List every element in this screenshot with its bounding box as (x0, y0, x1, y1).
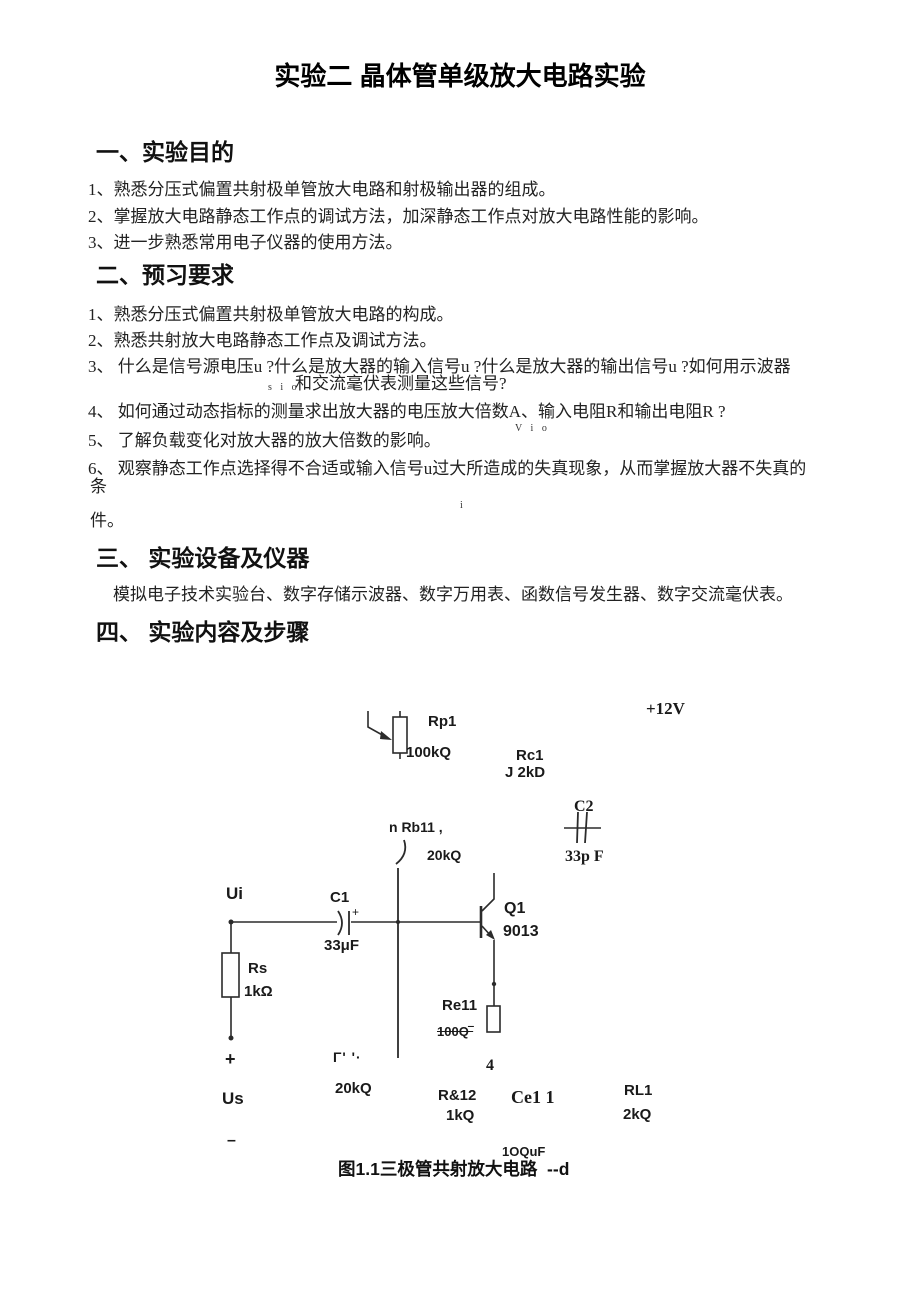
source-plus-sign: + (225, 1049, 236, 1069)
re11-label: Re11 (442, 997, 478, 1014)
q1-collector (481, 873, 495, 912)
figure-caption: 图1.1三极管共射放大电路 --d (338, 1159, 570, 1179)
preview-item-6-line2: 条 (90, 477, 107, 496)
rb12b-value: 1kQ (446, 1107, 475, 1124)
c1-polarity-plus: + (352, 905, 360, 919)
ce1-label: Ce1 1 (511, 1087, 555, 1107)
rb11-label: n Rb11 , (389, 819, 443, 835)
node-dot (228, 919, 234, 925)
rc1-label: Rc1 (516, 747, 544, 764)
c2-plates (576, 811, 588, 844)
us-label: Us (222, 1089, 244, 1108)
ui-label: Ui (226, 884, 243, 903)
preview-item-3-line1: 3、 什么是信号源电压u ?什么是放大器的输入信号u ?什么是放大器的输出信号u… (88, 357, 791, 376)
rb12-garbled-label: Γ' '· (333, 1049, 362, 1065)
c1-value: 33μF (324, 937, 360, 954)
preview-item-6-line3: 件。 (90, 511, 124, 530)
rs-resistor-symbol (221, 952, 240, 998)
rp1-arrowhead (380, 731, 392, 740)
heading-equipment: 三、 实验设备及仪器 (96, 545, 310, 571)
preview-item-6-subscript: i (460, 500, 466, 511)
source-minus-sign: – (227, 1132, 236, 1149)
rb11-garbled-symbol (395, 839, 407, 865)
rs-label: Rs (248, 960, 268, 977)
node4-label: 4 (486, 1057, 494, 1074)
ce1-value: 1OQuF (502, 1144, 546, 1159)
preview-item-4-subscript: V i o (515, 423, 550, 434)
c2-value: 33p F (565, 848, 604, 865)
preview-item-2: 2、熟悉共射放大电路静态工作点及调试方法。 (88, 331, 437, 350)
c1-label: C1 (330, 889, 350, 906)
purpose-item-1: 1、熟悉分压式偏置共射极单管放大电路和射极输出器的组成。 (88, 180, 556, 199)
purpose-item-3: 3、进一步熟悉常用电子仪器的使用方法。 (88, 233, 403, 252)
node-dot (228, 1035, 234, 1041)
preview-item-6-line1: 6、 观察静态工作点选择得不合适或输入信号u过大所造成的失真现象，从而掌握放大器… (88, 459, 807, 478)
heading-preview: 二、预习要求 (96, 262, 234, 288)
purpose-item-2: 2、掌握放大电路静态工作点的调试方法，加深静态工作点对放大电路性能的影响。 (88, 207, 709, 226)
rb11-value: 20kQ (427, 847, 462, 863)
doc-title: 实验二 晶体管单级放大电路实验 (274, 61, 646, 91)
c2-label: C2 (574, 798, 594, 815)
re11-value: 100Q‾ (437, 1024, 474, 1039)
re11-resistor-symbol (486, 1005, 501, 1033)
rb12b-label: R&12 (438, 1087, 477, 1104)
preview-item-4: 4、 如何通过动态指标的测量求出放大器的电压放大倍数A、输入电阻R和输出电阻R … (88, 402, 726, 421)
node-dot (491, 981, 497, 987)
circuit-diagram (221, 711, 601, 1058)
rl1-label: RL1 (624, 1082, 653, 1099)
vcc-label: +12V (646, 699, 685, 718)
rp1-value: 100kQ (406, 744, 452, 761)
q1-label: Q1 (504, 900, 526, 917)
q1-emitter-arrowhead (486, 930, 495, 940)
rb12-value: 20kQ (335, 1080, 372, 1097)
c1-curved-plate (337, 910, 343, 936)
heading-purpose: 一、实验目的 (96, 139, 234, 165)
heading-steps: 四、 实验内容及步骤 (96, 619, 310, 645)
preview-item-3-subscript: s i o (268, 382, 300, 393)
rs-value: 1kΩ (244, 983, 273, 1000)
preview-item-1: 1、熟悉分压式偏置共射极单管放大电路的构成。 (88, 305, 454, 324)
preview-item-3-line2: 和交流毫伏表测量这些信号? (295, 374, 507, 393)
rp1-wiper-wire (367, 711, 387, 738)
q1-value: 9013 (503, 923, 539, 940)
rp1-label: Rp1 (428, 713, 457, 730)
rp1-resistor-symbol (392, 716, 408, 754)
preview-item-5: 5、 了解负载变化对放大器的放大倍数的影响。 (88, 431, 441, 450)
equipment-body: 模拟电子技术实验台、数字存储示波器、数字万用表、函数信号发生器、数字交流毫伏表。 (113, 585, 793, 604)
rc1-value: J 2kD (505, 764, 546, 781)
node-dot (395, 919, 401, 925)
rl1-value: 2kQ (623, 1106, 652, 1123)
